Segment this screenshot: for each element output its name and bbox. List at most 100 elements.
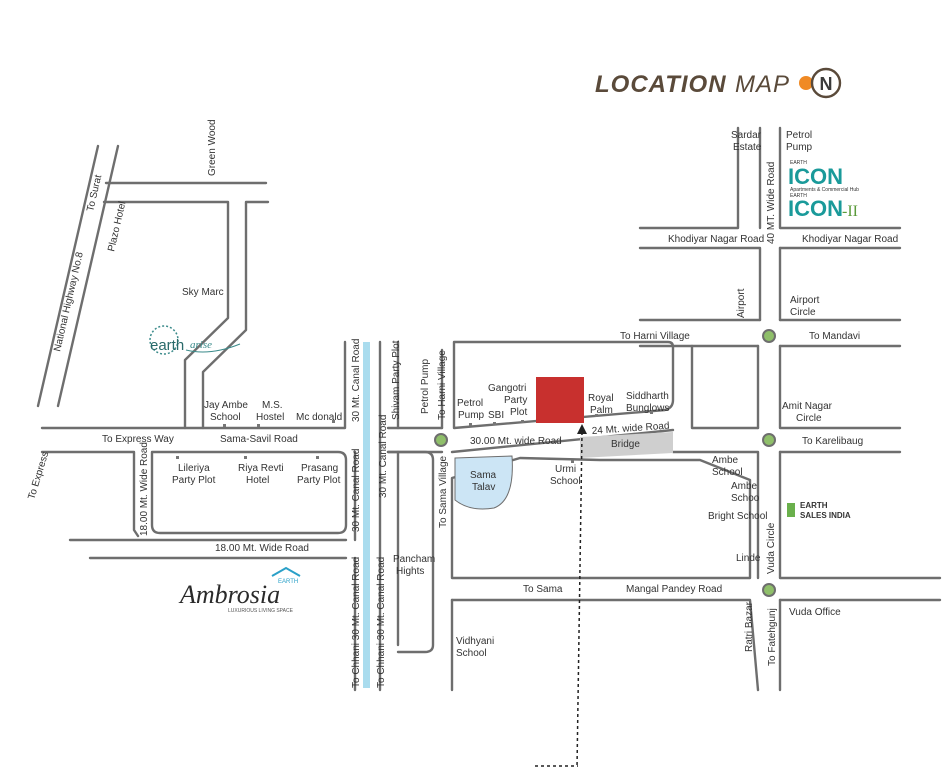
svg-text:Bunglows: Bunglows [626,403,669,414]
label-to-express: To Express [26,450,51,501]
label-airport: Airport [736,288,747,318]
label-mangal-pandey: Mangal Pandey Road [626,584,722,595]
svg-text:School: School [210,412,241,423]
label-bright-school: Bright School [708,511,767,522]
project-site [536,377,584,423]
label-urmi-school: Urmi [555,464,576,475]
svg-text:Hotel: Hotel [246,475,269,486]
title-map: MAP [735,71,790,98]
label-ambe-school-2: Ambe [731,481,758,492]
label-plazo-hotel: Plazo Hotel [106,200,128,252]
svg-text:EARTH: EARTH [278,579,298,585]
label-to-chhani-a: To Chhani 30 Mt. Canal Road [351,557,362,688]
label-vuda-circle: Vuda Circle [766,522,777,574]
circle-marker-icon [762,329,776,343]
title-location: LOCATION [595,71,727,98]
svg-text:ICON: ICON [788,196,843,221]
svg-text:School: School [550,476,581,487]
label-prasang: Prasang [301,463,338,474]
label-earth-sales: EARTH [800,501,828,510]
svg-text:LUXURIOUS LIVING SPACE: LUXURIOUS LIVING SPACE [228,608,294,614]
label-canal-b: 30 Mt. Canal Road [378,415,389,498]
label-canal-c: 30 Mt. Canal Road [351,449,362,532]
circle-markers [434,329,776,597]
north-compass-icon: N [799,67,842,99]
svg-text:arise: arise [190,339,212,351]
earth-icon-logo: EARTH ICON Apartments & Commercial Hub [788,160,859,193]
label-green-wood: Green Wood [207,119,218,176]
svg-text:EARTH: EARTH [790,193,807,199]
label-30m-road: 30.00 Mt. wide Road [470,436,562,447]
label-pancham-hights: Pancham [393,554,435,565]
svg-text:SALES INDIA: SALES INDIA [800,511,851,520]
label-linde: Linde [736,553,761,564]
svg-text:EARTH: EARTH [790,160,807,166]
svg-text:Talav: Talav [472,482,495,493]
label-ms-hostel: M.S. [262,400,283,411]
label-petrol-pump-v: Petrol Pump [420,359,431,414]
label-18m-vertical: 18.00 Mt. Wide Road [139,442,150,536]
svg-text:Ambrosia: Ambrosia [178,580,280,609]
label-to-sama-village: To Sama Village [438,455,449,528]
map-title: LOCATION MAP N [595,67,842,99]
label-jay-ambe-school: Jay Ambe [204,400,248,411]
earth-sales-marker [787,503,795,517]
label-vidhyani: Vidhyani [456,636,494,647]
label-18m-horizontal: 18.00 Mt. Wide Road [215,543,309,554]
svg-text:Circle: Circle [790,307,816,318]
label-mc-donald: Mc donald [296,412,342,423]
roads [36,126,942,692]
svg-text:Hostel: Hostel [256,412,284,423]
label-petrol-pump-3: Petrol [786,130,812,141]
label-lileriya: Lileriya [178,463,210,474]
label-sama-savil-road: Sama-Savil Road [220,434,298,445]
svg-text:earth: earth [150,337,184,354]
svg-text:Plot: Plot [510,407,527,418]
svg-text:Apartments & Commercial Hub: Apartments & Commercial Hub [790,187,859,193]
label-to-karelibaug: To Karelibaug [802,436,863,447]
label-airport-circle: Airport [790,295,820,306]
svg-text:Schoo: Schoo [731,493,760,504]
label-sardar-estate: Sardar [731,130,762,141]
label-to-sama: To Sama [523,584,563,595]
label-24m-road: 24 Mt. wide Road [591,421,669,437]
label-petrol-pump-2: Petrol [457,398,483,409]
svg-text:Pump: Pump [786,142,813,153]
bridge [580,432,673,458]
label-to-harni-village: To Harni Village [620,331,690,342]
label-riya-revti: Riya Revti [238,463,284,474]
label-to-fatehgunj: To Fatehgunj [767,608,778,666]
svg-text:N: N [820,74,833,94]
label-ambe-school-1: Ambe [712,455,739,466]
label-sbi: SBI [488,410,504,421]
label-canal-a: 30 Mt. Canal Road [351,339,362,422]
svg-text:Palm: Palm [590,405,613,416]
svg-text:Hights: Hights [396,566,424,577]
svg-text:Estate: Estate [733,142,762,153]
label-siddharth: Siddharth [626,391,669,402]
circle-marker-icon [762,433,776,447]
svg-text:-II: -II [842,203,858,220]
circle-marker-icon [762,583,776,597]
label-to-express-way: To Express Way [102,434,174,445]
map-labels: To Surat National Highway No.8 Plazo Hot… [26,119,898,688]
label-bridge: Bridge [611,439,640,450]
earth-icon2-logo: EARTH ICON -II [788,193,858,221]
svg-text:Party: Party [504,395,527,406]
svg-text:Party Plot: Party Plot [172,475,216,486]
svg-text:Party Plot: Party Plot [297,475,341,486]
label-sama-talav: Sama [470,470,497,481]
svg-text:Circle: Circle [796,413,822,424]
label-khodiyar-right: Khodiyar Nagar Road [802,234,898,245]
svg-text:School: School [712,467,743,478]
label-sky-marc: Sky Marc [182,287,224,298]
landmark-dots [176,411,653,463]
label-gangotri: Gangotri [488,383,526,394]
sama-talav-lake [454,455,513,510]
label-ratri-bazar: Ratri Bazar [744,601,755,652]
earth-ambrosia-logo: EARTH Ambrosia LUXURIOUS LIVING SPACE [178,566,301,614]
label-40m-road: 40 MT. Wide Road [766,162,777,244]
label-khodiyar-left: Khodiyar Nagar Road [668,234,764,245]
label-to-harni-v: To Harni Village [437,350,448,420]
